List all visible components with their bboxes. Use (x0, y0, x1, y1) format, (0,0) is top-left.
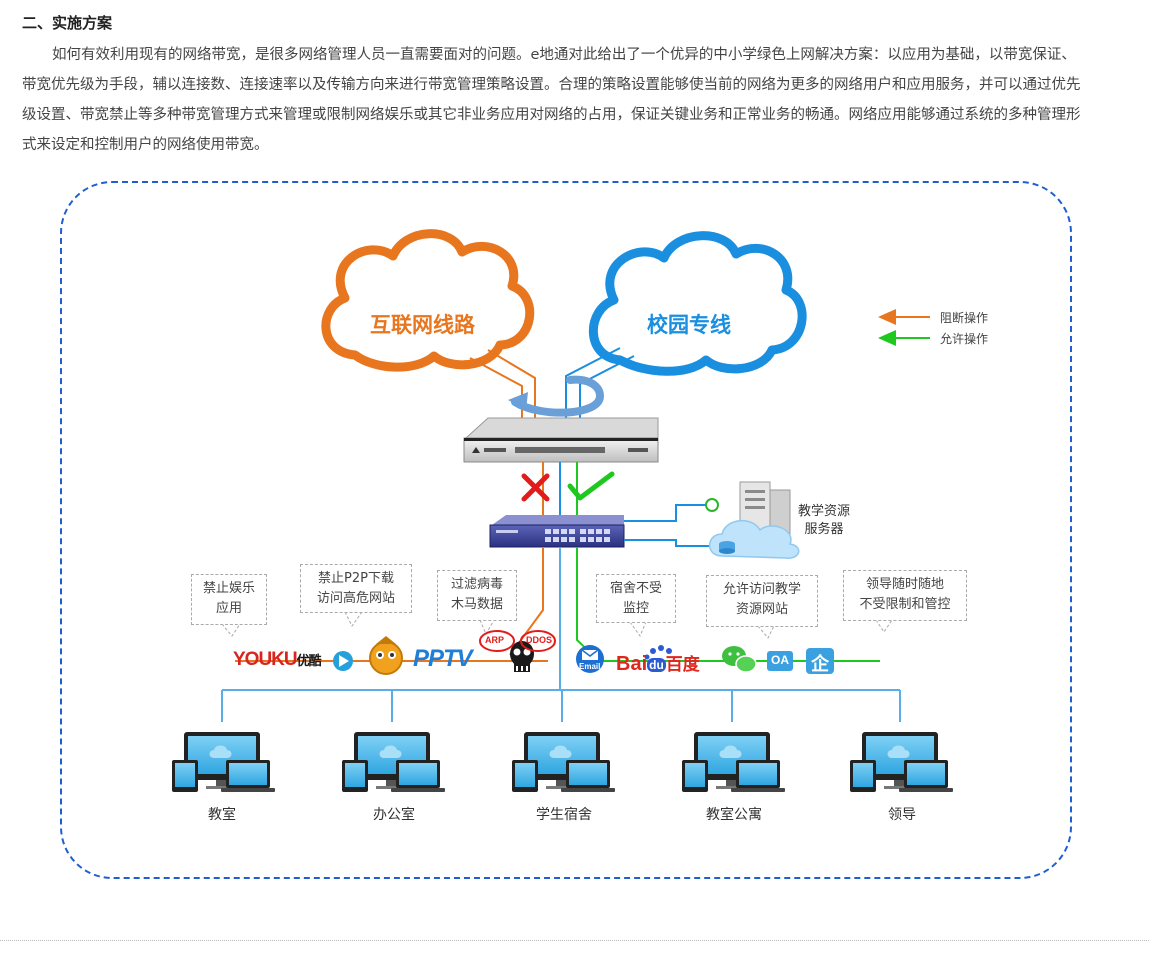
server-label-line1: 教学资源 (797, 504, 850, 519)
lan-bus (221, 689, 901, 722)
email-icon (576, 645, 604, 673)
oa-icon (767, 651, 793, 671)
tip-tail (344, 611, 363, 627)
arp-badge-label: ARP (485, 635, 505, 645)
endpoint-caption-leader: 领导 (888, 807, 916, 823)
computer-group-icon (172, 732, 275, 792)
tip-tail (757, 625, 775, 639)
oa-label: OA (771, 653, 789, 667)
tip-leader-unrestricted: 领导随时随地 不受限制和管控 (843, 570, 967, 621)
bottom-divider (0, 940, 1149, 941)
youku-logo-text: YOUKU (233, 649, 298, 670)
baidu-paw-icon (644, 645, 672, 660)
tip-ban-p2p: 禁止P2P下载 访问高危网站 (300, 564, 412, 613)
enterprise-icon (806, 648, 834, 674)
tip-line: 资源网站 (735, 602, 788, 617)
computer-group-icon (342, 732, 445, 792)
tip-line: 不受限制和管控 (859, 597, 951, 612)
computer-group-icon (682, 732, 785, 792)
tip-tail (221, 623, 241, 637)
endpoint-caption-classroom: 教室 (208, 807, 236, 823)
tip-line: 访问高危网站 (316, 591, 395, 606)
tip-line: 领导随时随地 (865, 577, 944, 592)
legend-allow-label: 允许操作 (940, 332, 989, 346)
tip-line: 宿舍不受 (609, 581, 662, 596)
baidu-logo-cn: 百度 (665, 655, 700, 674)
tip-line: 禁止P2P下载 (318, 571, 394, 586)
switch-icon (489, 515, 625, 548)
baidu-logo-bai: Bai (616, 653, 648, 675)
tip-line: 禁止娱乐 (202, 581, 255, 596)
campus-uplink (565, 347, 635, 418)
campus-cloud-icon (588, 231, 807, 376)
tip-line: 应用 (215, 601, 242, 616)
server-icon (708, 481, 800, 559)
tip-tail (629, 621, 647, 638)
tip-filter-virus: 过滤病毒 木马数据 (437, 570, 517, 621)
endpoint-caption-office: 办公室 (373, 807, 415, 823)
enterprise-label: 企 (811, 654, 829, 674)
server-label-line2: 服务器 (804, 522, 844, 537)
allow-check-icon (567, 471, 615, 501)
tip-dorm-unmonitored: 宿舍不受 监控 (596, 574, 676, 623)
pptv-logo: PPTV (413, 645, 473, 672)
diagram-frame (60, 181, 1072, 879)
campus-cloud-label: 校园专线 (647, 313, 731, 337)
youku-logo: YOUKU优酷 (233, 649, 322, 671)
endpoint-caption-teacher-apartment: 教室公寓 (706, 807, 762, 823)
tip-line: 允许访问教学 (722, 582, 801, 597)
ddos-badge-label: DDOS (526, 635, 553, 645)
ddos-badge-icon (520, 630, 556, 652)
gateway-router-icon (463, 417, 659, 463)
baidu-logo-du: du (647, 657, 666, 672)
switch-server-link (624, 504, 712, 547)
wechat-icon (722, 646, 757, 673)
computer-group-icon (512, 732, 615, 792)
rotate-arrow-icon (508, 375, 605, 417)
tip-line: 木马数据 (450, 597, 503, 612)
section-paragraph: 如何有效利用现有的网络带宽，是很多网络管理人员一直需要面对的问题。e地通对此给出… (22, 47, 1081, 153)
internet-cloud-label: 互联网线路 (370, 313, 475, 337)
server-port-icon (705, 498, 719, 512)
tip-ban-entertainment: 禁止娱乐 应用 (191, 574, 267, 625)
allow-drop-line (576, 547, 599, 661)
legend-block-label: 阻断操作 (940, 311, 989, 325)
internet-cloud-icon (321, 229, 535, 372)
email-label: Email (579, 662, 601, 671)
virus-skull-icon (510, 641, 534, 672)
youku-icon (333, 651, 353, 671)
tip-line: 过滤病毒 (450, 577, 503, 592)
section-heading: 二、实施方案 (22, 14, 113, 32)
arp-badge-icon (479, 630, 515, 652)
computer-group-icon (850, 732, 953, 792)
tip-allow-teaching-sites: 允许访问教学 资源网站 (706, 575, 818, 627)
xunlei-icon (369, 636, 403, 675)
tip-tail (875, 619, 893, 633)
block-cross-icon (521, 473, 550, 502)
endpoint-caption-dorm: 学生宿舍 (536, 807, 592, 823)
server-label: 教学资源 服务器 (794, 503, 854, 539)
youku-logo-cn: 优酷 (296, 653, 322, 668)
tip-line: 监控 (622, 601, 649, 616)
